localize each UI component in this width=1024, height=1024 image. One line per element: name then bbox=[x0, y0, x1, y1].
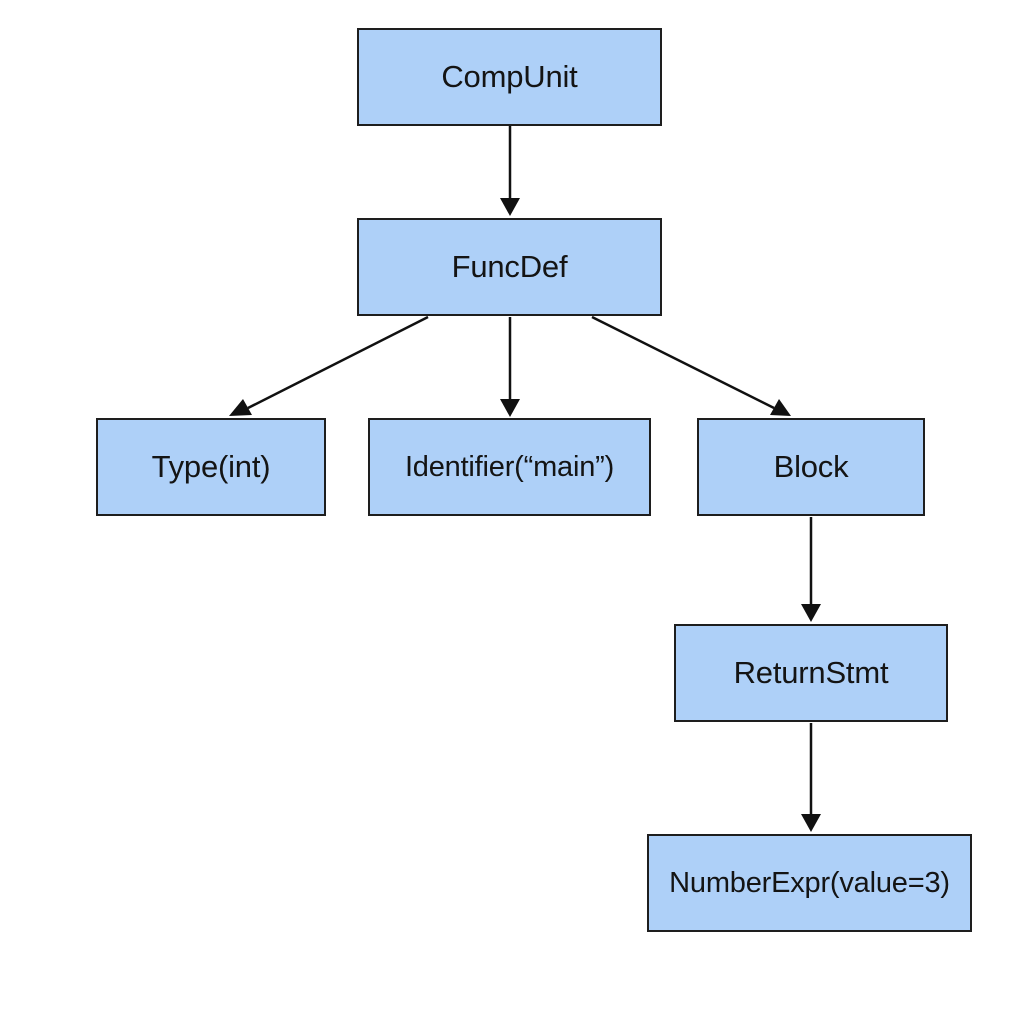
node-identifier-label: Identifier(“main”) bbox=[404, 450, 615, 483]
node-compunit-label: CompUnit bbox=[441, 59, 578, 94]
node-type: Type(int) bbox=[96, 418, 326, 516]
edge-funcdef-type-arrowhead bbox=[229, 399, 252, 416]
edge-block-returnstmt-arrowhead bbox=[801, 604, 821, 622]
edge-returnstmt-numberexpr-arrowhead bbox=[801, 814, 821, 832]
node-funcdef-label: FuncDef bbox=[451, 249, 568, 284]
node-identifier: Identifier(“main”) bbox=[368, 418, 651, 516]
edge-funcdef-block bbox=[591, 315, 775, 410]
node-numberexpr: NumberExpr(value=3) bbox=[647, 834, 972, 932]
node-compunit: CompUnit bbox=[357, 28, 662, 126]
node-block-label: Block bbox=[773, 449, 849, 484]
edge-funcdef-block-arrowhead bbox=[770, 399, 791, 416]
node-returnstmt: ReturnStmt bbox=[674, 624, 948, 722]
edge-funcdef-type bbox=[247, 315, 429, 410]
edge-funcdef-identifier-arrowhead bbox=[500, 399, 520, 417]
node-returnstmt-label: ReturnStmt bbox=[733, 655, 889, 690]
node-block: Block bbox=[697, 418, 925, 516]
node-type-label: Type(int) bbox=[151, 449, 271, 484]
node-numberexpr-label: NumberExpr(value=3) bbox=[669, 866, 950, 899]
edge-compunit-funcdef-arrowhead bbox=[500, 198, 520, 216]
node-funcdef: FuncDef bbox=[357, 218, 662, 316]
